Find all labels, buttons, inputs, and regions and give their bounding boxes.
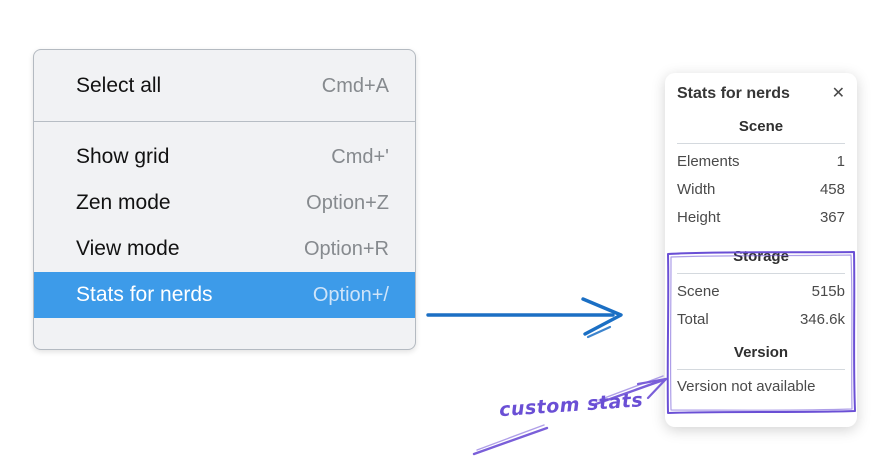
menu-divider: [34, 121, 415, 122]
custom-stats-annotation: custom stats: [498, 389, 644, 422]
menu-item-shortcut: Cmd+': [331, 145, 389, 168]
menu-group-bottom: Show grid Cmd+' Zen mode Option+Z View m…: [34, 122, 415, 318]
menu-item-zen-mode[interactable]: Zen mode Option+Z: [34, 180, 415, 226]
section-rule: [677, 143, 845, 144]
stat-row-scene-storage: Scene 515b: [677, 278, 845, 306]
stats-panel-header: Stats for nerds ✕: [677, 85, 845, 103]
section-heading: Version: [733, 344, 789, 361]
version-note: Version not available: [677, 378, 816, 395]
menu-item-label: Select all: [76, 74, 162, 97]
stat-label: Height: [677, 209, 721, 226]
stat-label: Total: [677, 311, 709, 328]
menu-item-label: Zen mode: [76, 191, 171, 214]
menu-item-shortcut: Option+Z: [306, 191, 389, 214]
menu-item-show-grid[interactable]: Show grid Cmd+': [34, 134, 415, 180]
stat-row-total-storage: Total 346.6k: [677, 306, 845, 334]
context-menu: Select all Cmd+A Show grid Cmd+' Zen mod…: [33, 49, 416, 350]
menu-item-label: Stats for nerds: [76, 283, 213, 306]
stat-row-height: Height 367: [677, 204, 845, 232]
stat-value: 346.6k: [799, 311, 845, 328]
menu-group-top: Select all Cmd+A: [34, 50, 415, 121]
stat-label: Elements: [677, 153, 740, 170]
menu-to-panel-arrow: [426, 297, 623, 339]
menu-item-label: Show grid: [76, 145, 170, 168]
menu-item-shortcut: Option+/: [312, 283, 389, 306]
section-rule: [677, 369, 845, 370]
stat-row-elements: Elements 1: [677, 148, 845, 176]
section-heading: Storage: [733, 248, 789, 265]
section-heading: Scene: [738, 118, 784, 135]
section-rule: [677, 273, 845, 274]
stat-value: 515b: [811, 283, 845, 300]
stats-section-version: Version Version not available: [677, 344, 845, 400]
close-icon[interactable]: ✕: [831, 85, 845, 102]
stat-value: 1: [836, 153, 845, 170]
stat-label: Scene: [677, 283, 720, 300]
stats-section-scene: Scene Elements 1 Width 458 Height 367: [677, 118, 845, 232]
menu-item-view-mode[interactable]: View mode Option+R: [34, 226, 415, 272]
stats-section-storage: Storage Scene 515b Total 346.6k: [677, 248, 845, 334]
menu-item-select-all[interactable]: Select all Cmd+A: [34, 63, 415, 109]
stat-value: 367: [819, 209, 845, 226]
menu-item-label: View mode: [76, 237, 180, 260]
stat-value: 458: [819, 181, 845, 198]
menu-item-stats-for-nerds[interactable]: Stats for nerds Option+/: [34, 272, 415, 318]
stats-panel: Stats for nerds ✕ Scene Elements 1 Width…: [665, 73, 857, 427]
stats-panel-title: Stats for nerds: [677, 85, 790, 102]
stat-label: Width: [677, 181, 716, 198]
menu-item-shortcut: Option+R: [303, 237, 389, 260]
stat-row-width: Width 458: [677, 176, 845, 204]
menu-item-shortcut: Cmd+A: [321, 74, 389, 97]
